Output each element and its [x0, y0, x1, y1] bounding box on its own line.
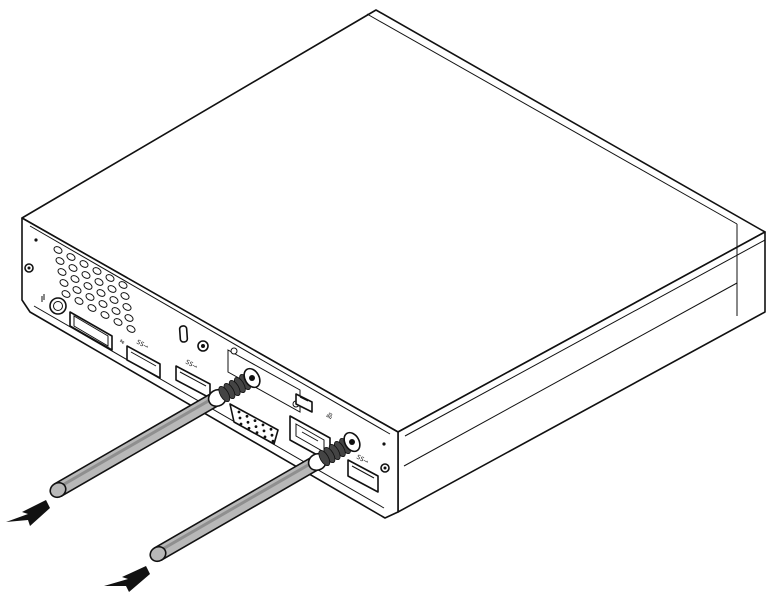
vent-hole	[83, 282, 93, 290]
vent-hole	[126, 325, 136, 333]
panel-screws	[24, 238, 390, 473]
antenna-tip	[149, 545, 167, 563]
antenna-tip	[49, 481, 67, 499]
screw	[27, 266, 31, 270]
arrow-icon	[6, 500, 150, 592]
vent-hole	[53, 246, 63, 254]
vent-hole	[85, 293, 95, 301]
connector-core	[249, 375, 255, 381]
chassis-top-seam	[366, 13, 738, 225]
vga-pin	[246, 420, 250, 424]
antennas-group	[48, 366, 363, 564]
screw	[383, 466, 387, 470]
vent-hole	[118, 281, 128, 289]
vga-pin	[239, 422, 243, 426]
connector-thread	[218, 385, 231, 403]
vent-hole	[57, 268, 67, 276]
vent-hole	[105, 274, 115, 282]
vent-hole	[79, 260, 89, 268]
vent-hole	[100, 311, 110, 319]
vga-pin	[271, 439, 275, 443]
vent-hole	[81, 271, 91, 279]
antenna-shade	[156, 458, 318, 554]
vga-pin	[255, 431, 259, 434]
usb-icon: ⇋	[118, 338, 126, 347]
vent-hole	[120, 292, 130, 300]
vga-pin	[270, 433, 274, 437]
vga-pin	[237, 410, 241, 414]
vent-hole	[111, 307, 121, 315]
pull-arrow-1	[6, 500, 50, 526]
vga-pin	[261, 423, 265, 427]
vent-hole	[122, 303, 132, 311]
vent-hole	[98, 300, 108, 308]
screw-small	[382, 442, 386, 446]
vga-pin	[263, 435, 267, 439]
chassis-bevel-line	[29, 225, 391, 435]
antenna-2[interactable]	[148, 430, 363, 564]
screw-small	[34, 238, 38, 242]
chassis-right-bevel	[404, 239, 766, 437]
vent-hole	[96, 289, 106, 297]
vga-pin	[269, 427, 273, 431]
antenna-1[interactable]	[48, 366, 263, 500]
vent-hole	[59, 279, 69, 287]
card-slot	[69, 311, 113, 351]
vga-pin	[238, 416, 242, 420]
vent-hole	[87, 304, 97, 312]
vent-hole	[66, 253, 76, 261]
power-button-icon	[41, 294, 67, 315]
vent-hole	[68, 264, 78, 272]
vent-hole	[74, 297, 84, 305]
vent-hole	[72, 286, 82, 294]
vent-hole	[70, 275, 80, 283]
vent-hole	[109, 296, 119, 304]
vent-hole	[92, 267, 102, 275]
ventilation-grille	[53, 246, 136, 333]
vga-pin	[253, 419, 257, 422]
vent-hole	[113, 318, 123, 326]
vga-pin	[262, 429, 266, 433]
vent-hole	[61, 290, 71, 298]
antenna-shade	[56, 394, 218, 490]
connector-thread	[318, 449, 331, 467]
pull-arrow-2	[104, 566, 150, 592]
vga-pin	[254, 425, 258, 428]
connector-core	[349, 439, 355, 445]
vga-pin	[245, 414, 249, 418]
chassis-seam-line	[403, 282, 738, 467]
vga-pin	[247, 426, 251, 430]
lock-slot-icon	[295, 393, 313, 413]
svg-text:品: 品	[325, 412, 334, 421]
vent-hole	[55, 257, 65, 265]
vent-hole	[124, 314, 134, 322]
vent-hole	[94, 278, 104, 286]
hdmi-icon[interactable]	[178, 325, 209, 352]
vent-hole	[107, 285, 117, 293]
vga-icon[interactable]	[229, 403, 279, 445]
